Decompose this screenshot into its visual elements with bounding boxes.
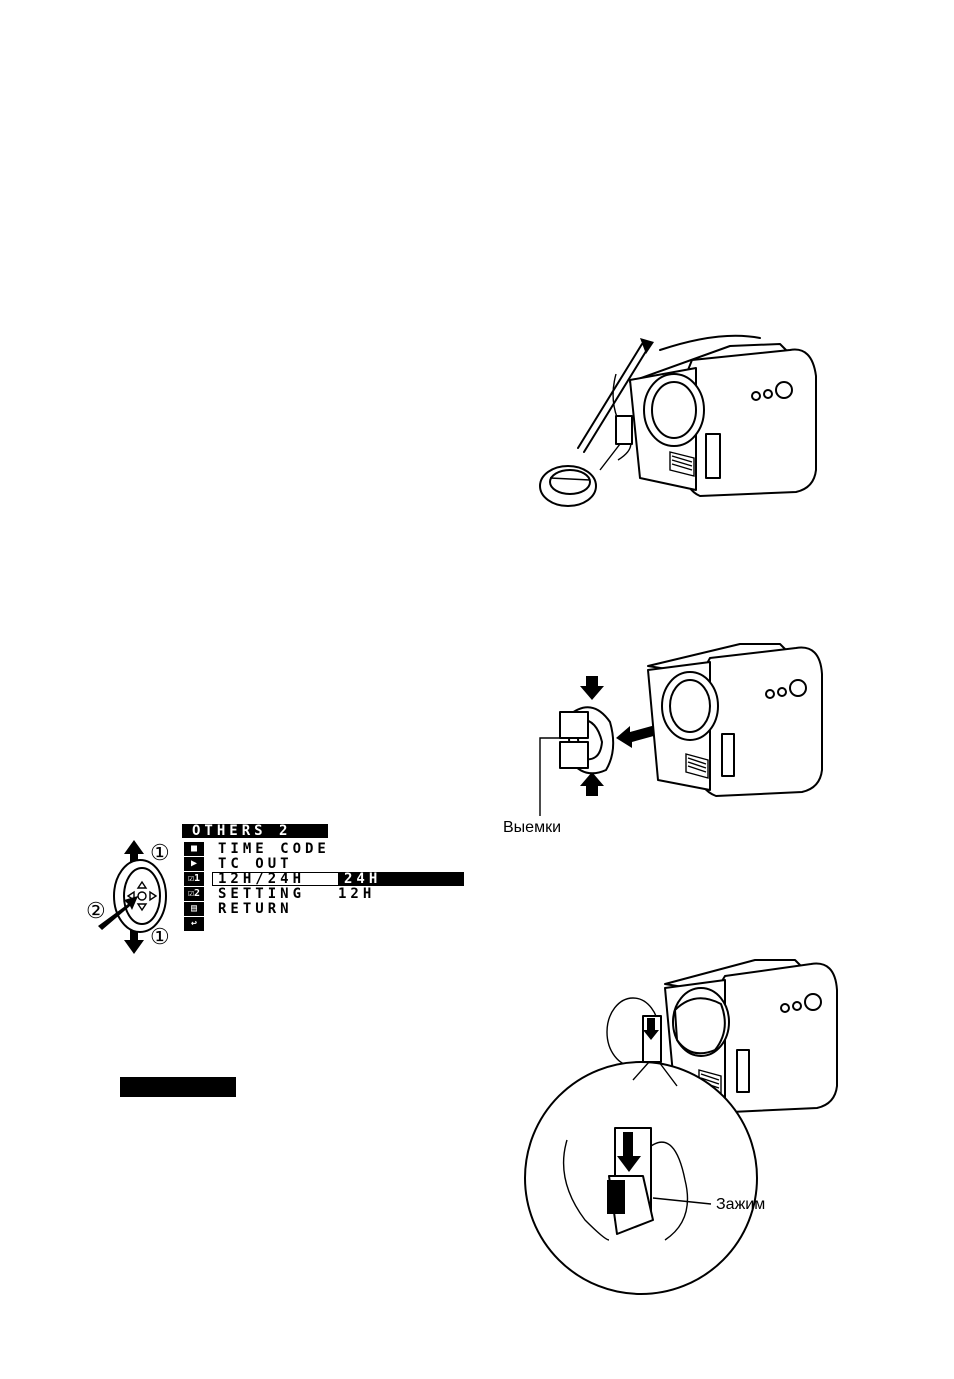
step-1-bottom-label: ①	[150, 924, 170, 950]
redacted-heading-bar	[120, 1077, 236, 1097]
step-2-label: ②	[86, 898, 106, 924]
check1-icon: ☑1	[184, 872, 204, 886]
return-icon: ↩	[184, 917, 204, 931]
press-arrow-bottom	[580, 772, 604, 796]
menu-item-time-code[interactable]: TIME CODE	[218, 842, 330, 857]
check2-icon: ☑2	[184, 887, 204, 901]
press-arrow-top	[580, 676, 604, 700]
menu-item-12h-24h-value: 24H	[338, 872, 464, 886]
tape-icon: ▤	[184, 902, 204, 916]
step-1-top-label: ①	[150, 840, 170, 866]
menu-item-setting[interactable]: SETTING	[218, 887, 305, 902]
menu-item-12h-24h[interactable]: 12H/24H	[218, 872, 305, 887]
camcorder-strap-illustration	[520, 320, 840, 520]
menu-item-return[interactable]: RETURN	[218, 902, 293, 917]
menu-item-setting-value: 12H	[338, 887, 375, 902]
notches-caption: Выемки	[503, 819, 561, 837]
clip-caption: Зажим	[716, 1196, 765, 1214]
menu-item-tc-out[interactable]: TC OUT	[218, 857, 293, 872]
menu-title: OTHERS 2	[182, 824, 328, 838]
notches-leader-line	[540, 738, 560, 816]
camera-icon: ■	[184, 842, 204, 856]
playback-icon: ▶	[184, 857, 204, 871]
clip-attach-illustration	[525, 940, 845, 1260]
lens-cap-attach-illustration	[540, 630, 840, 810]
